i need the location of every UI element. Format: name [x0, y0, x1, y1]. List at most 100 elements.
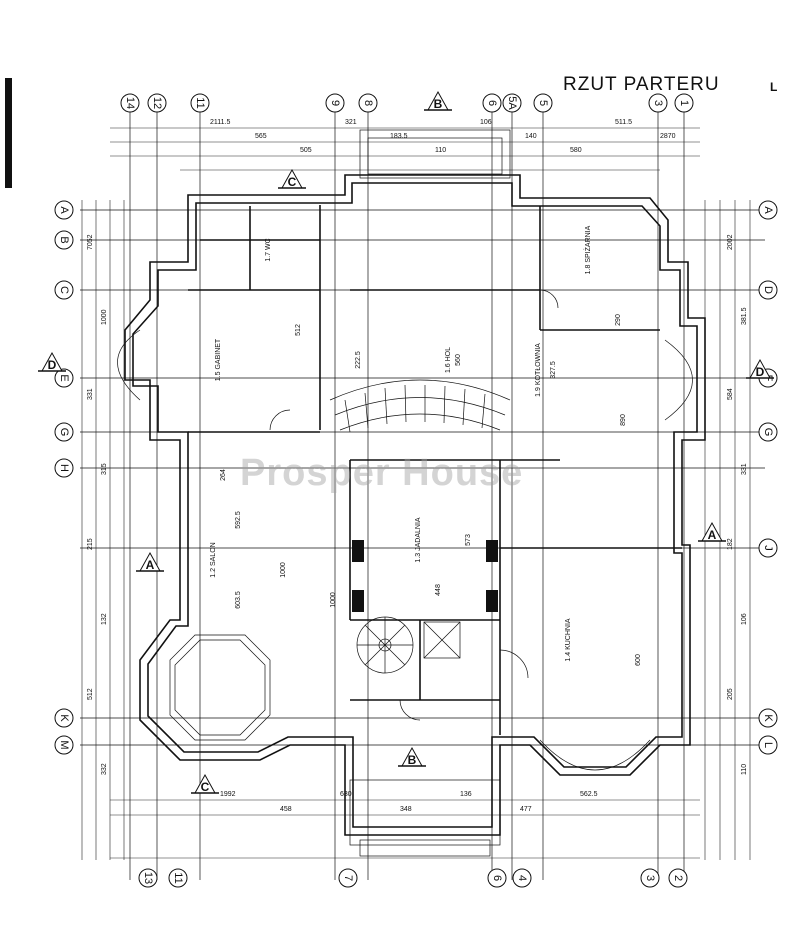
axis-label: C [58, 286, 70, 294]
bay-windows [117, 329, 693, 771]
dimension-text-bottom: 136 [460, 791, 472, 798]
room-label: 1.7 WC [265, 238, 272, 261]
section-label: B [408, 753, 417, 767]
axis-label: D [762, 286, 774, 294]
axis-label: 8 [362, 100, 374, 106]
axis-bubble-top: 11 [190, 93, 210, 113]
dimension-text-right: 205 [727, 688, 734, 700]
section-marker-c-top: C [278, 168, 306, 189]
axis-bubble-right: K [758, 708, 778, 728]
dimension-text-top: 511.5 [615, 119, 632, 126]
doors [269, 289, 559, 721]
axis-bubble-right: D [758, 280, 778, 300]
section-label: D [48, 358, 57, 372]
main-staircase [329, 379, 511, 433]
dimension-text-left: 7052 [87, 234, 94, 250]
axis-label: K [762, 714, 774, 722]
axis-bubble-top: 12 [147, 93, 167, 113]
grid-lines [80, 95, 765, 880]
dimension-text-left: 332 [101, 763, 108, 775]
axis-bubble-bottom: 13 [138, 868, 158, 888]
dimension-text-left: 1000 [101, 309, 108, 325]
dimension-text-right: 182 [727, 538, 734, 550]
dimension-text-bottom: 630 [340, 791, 352, 798]
dimension-text-right: 381.5 [741, 307, 748, 325]
dimension-text-bottom: 348 [400, 806, 412, 813]
axis-bubble-bottom: 2 [668, 868, 688, 888]
axis-label: 4 [516, 875, 528, 881]
section-markers: A A B B C C D D [38, 90, 774, 794]
axis-bubble-right: G [758, 422, 778, 442]
dimension-text-right: 584 [727, 388, 734, 400]
axis-bubble-bottom: 11 [168, 868, 188, 888]
axis-bubble-top: 5A [502, 93, 522, 113]
axis-bubble-bottom: 7 [338, 868, 358, 888]
axis-label: 14 [124, 97, 136, 109]
room-dimension: 890 [620, 414, 627, 426]
axis-label: 9 [329, 100, 341, 106]
axis-bubble-left: C [54, 280, 74, 300]
section-marker-d-left: D [38, 351, 66, 372]
dimension-text-bottom: 477 [520, 806, 532, 813]
axis-label: A [58, 206, 70, 214]
dimension-text-top: 2870 [660, 133, 676, 140]
room-dimension: 1000 [280, 562, 287, 578]
dimension-text-right: 2002 [727, 234, 734, 250]
axis-bubble-left: B [54, 230, 74, 250]
room-label: 1.9 KOTŁOWNIA [535, 343, 542, 397]
axis-label: A [762, 206, 774, 214]
section-label: A [708, 528, 717, 542]
terraces [349, 129, 511, 857]
axis-label: 3 [652, 100, 664, 106]
dimension-text-top: 580 [570, 147, 582, 154]
axis-label: G [58, 428, 70, 437]
room-dimension: 560 [455, 354, 462, 366]
exterior-walls [124, 174, 706, 836]
dimension-texts: 2111.5565505321183.5110106140580511.5287… [87, 119, 748, 813]
axis-bubble-left: G [54, 422, 74, 442]
axis-bubble-left: M [54, 735, 74, 755]
room-dimension: 264 [220, 469, 227, 481]
section-marker-c-bottom: C [191, 773, 219, 794]
room-label: 1.6 HOL [445, 347, 452, 373]
axis-bubble-top: 5 [533, 93, 553, 113]
axis-label: 6 [491, 875, 503, 881]
axis-bubble-right: L [758, 735, 778, 755]
dimension-text-right: 331 [741, 463, 748, 475]
axis-label: 11 [172, 872, 184, 883]
axis-bubble-top: 14 [120, 93, 140, 113]
axis-label: G [762, 428, 774, 437]
room-dimension: 600 [635, 654, 642, 666]
axis-label: E [58, 374, 70, 381]
room-dimension: 573 [465, 534, 472, 546]
axis-bubble-bottom: 3 [640, 868, 660, 888]
dimension-text-top: 110 [435, 147, 446, 154]
axis-label: 12 [151, 97, 163, 109]
dimension-text-top: 106 [480, 119, 492, 126]
axis-label: 7 [342, 875, 354, 881]
room-label: 1.3 JADALNIA [415, 517, 422, 562]
room-label: 1.4 KUCHNIA [565, 618, 572, 662]
dimension-text-top: 2111.5 [210, 119, 230, 126]
dimension-text-left: 331 [87, 388, 94, 400]
axis-bubble-right: A [758, 200, 778, 220]
axis-label: 5A [506, 96, 518, 110]
drawing-title: RZUT PARTERU [563, 74, 720, 95]
axis-bubble-left: K [54, 708, 74, 728]
axis-bubble-top: 3 [648, 93, 668, 113]
dimension-text-top: 505 [300, 147, 312, 154]
room-dimension: 222.5 [355, 351, 362, 369]
room-dimension: 327.5 [550, 361, 557, 379]
scan-edge [5, 78, 12, 188]
room-dimension: 512 [295, 324, 302, 336]
dimension-text-top: 321 [345, 119, 357, 126]
axis-bubble-right: J [758, 538, 778, 558]
section-marker-b-bottom: B [398, 746, 426, 767]
dimension-text-right: 110 [741, 764, 748, 775]
dimension-text-left: 315 [101, 463, 108, 475]
room-label: 1.8 SPIŻARNIA [583, 225, 592, 274]
axis-label: L [762, 742, 774, 748]
